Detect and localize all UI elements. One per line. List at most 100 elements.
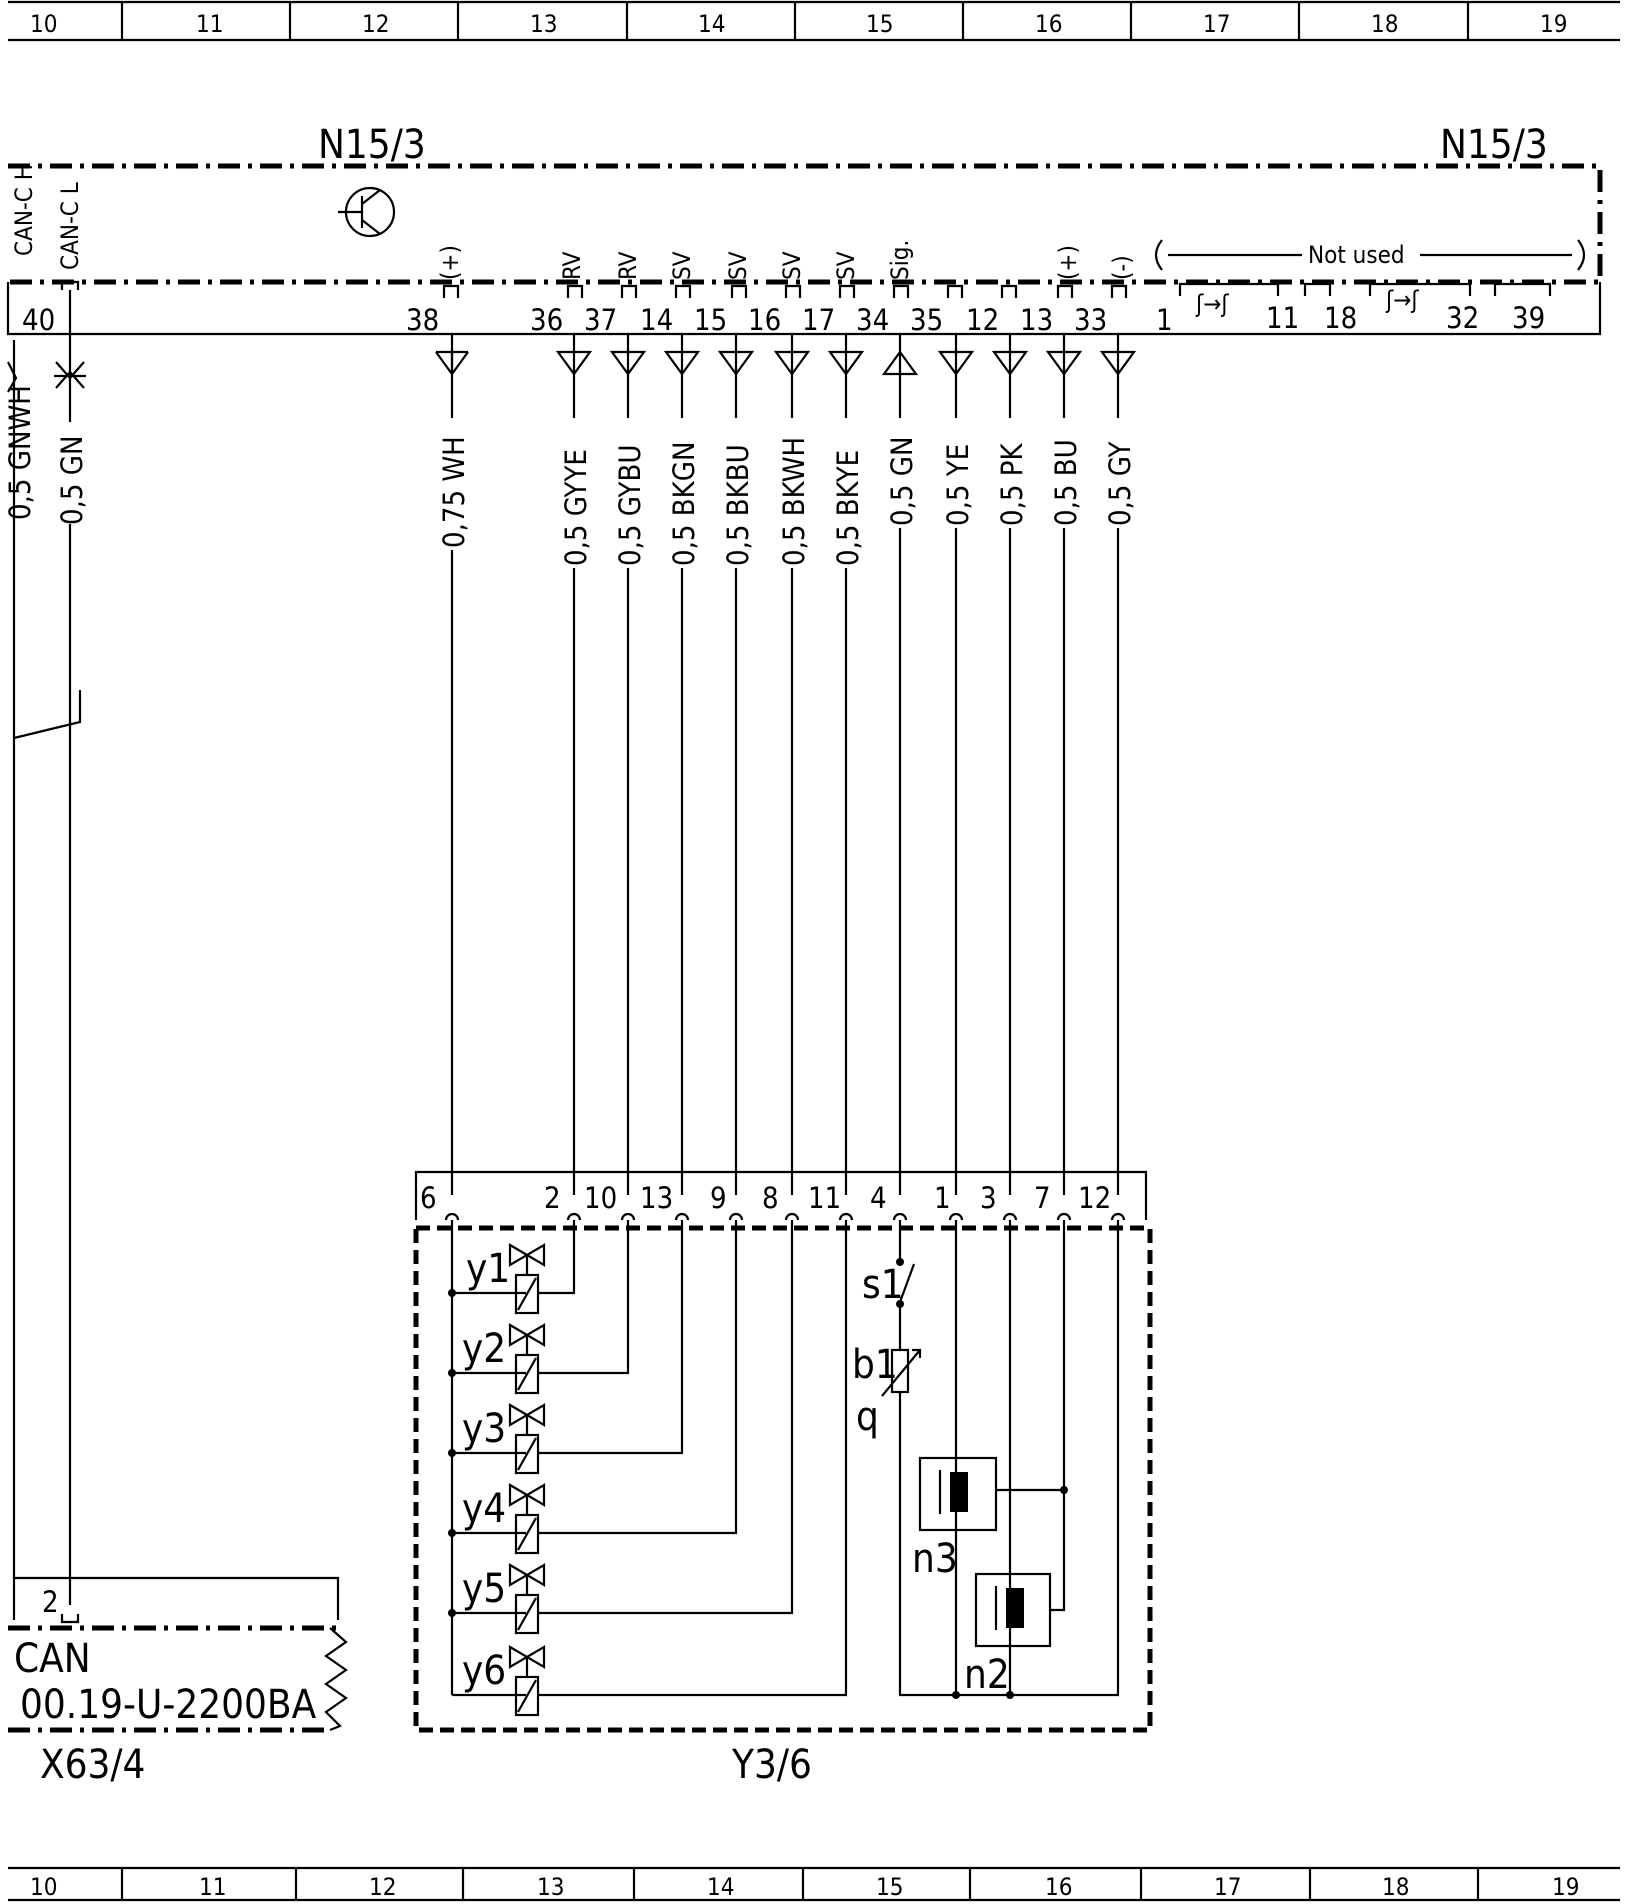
grid-ruler-bottom: 10 11 12 13 14 15 16 17 18 19 (8, 1866, 1620, 1902)
grid-col-19-bottom: 19 (1552, 1873, 1579, 1901)
wire-35: 0,5 GN (885, 437, 919, 527)
valve-y3: y3 (462, 1406, 506, 1452)
wire-15: 0,5 BKGN (667, 442, 701, 567)
pin-40: 40 (22, 303, 55, 337)
wire-labels: 0,75 WH 0,5 GYYE 0,5 GYBU 0,5 BKGN 0,5 B… (437, 418, 1137, 568)
wire-34: 0,5 BKYE (831, 450, 865, 566)
valve-pin-13: 13 (640, 1181, 673, 1215)
wire-12: 0,5 YE (941, 444, 975, 526)
valve-pin-3: 3 (980, 1181, 997, 1215)
valve-pin-12: 12 (1078, 1181, 1111, 1215)
ecu-pin-13: 13 (1020, 303, 1053, 337)
wire-14: 0,5 GYBU (613, 445, 647, 566)
grid-col-13: 13 (530, 10, 557, 38)
can-c-l-signal: CAN-C L (56, 182, 84, 270)
unused-pin-11: 11 (1266, 301, 1299, 335)
ecu-pin-33: 33 (1074, 303, 1107, 337)
sig-38: (+) (436, 245, 464, 280)
svg-text:ʃ→ʃ: ʃ→ʃ (1195, 290, 1229, 318)
grid-col-13-bottom: 13 (537, 1873, 564, 1901)
hall-n2: n2 (964, 1652, 1010, 1698)
ecu-label-left: N15/3 (318, 122, 426, 168)
grid-col-17: 17 (1203, 10, 1230, 38)
hall-n3: n3 (912, 1536, 958, 1582)
grid-ruler-top: 10 11 12 13 14 15 16 17 18 19 (8, 0, 1620, 42)
ecu-pin-36: 36 (530, 303, 563, 337)
not-used-label: Not used (1308, 241, 1405, 269)
sensor-b1: b1 (852, 1342, 898, 1388)
x63-4-pin: 2 (42, 1585, 59, 1619)
ecu-pin-15: 15 (694, 303, 727, 337)
svg-text:ʃ→ʃ: ʃ→ʃ (1385, 286, 1419, 314)
wire-38: 0,75 WH (437, 436, 471, 548)
sig-33: (+) (1054, 245, 1082, 280)
ecu-pin-numbers: 38 36 37 14 15 16 17 34 35 12 13 33 1 (406, 303, 1173, 337)
ecu-label-right: N15/3 (1440, 122, 1548, 168)
not-used-bracket: Not used (1154, 238, 1586, 271)
x63-4-ref: 00.19-U-2200BA (20, 1682, 317, 1728)
sig-16: SV (724, 251, 752, 280)
wire-33: 0,5 BU (1049, 439, 1083, 526)
grid-col-10-bottom: 10 (30, 1873, 57, 1901)
wire-16: 0,5 BKBU (721, 444, 755, 566)
valve-y6: y6 (462, 1648, 506, 1694)
x63-4-can: CAN (14, 1636, 91, 1682)
wire-17: 0,5 BKWH (777, 437, 811, 566)
grid-col-18: 18 (1371, 10, 1398, 38)
ecu-pin-14: 14 (640, 303, 673, 337)
ecu-pin-34: 34 (856, 303, 889, 337)
grid-col-10: 10 (30, 10, 57, 38)
ecu-pin-17: 17 (802, 303, 835, 337)
sig-1: (-) (1108, 255, 1136, 280)
grid-col-17-bottom: 17 (1214, 1873, 1241, 1901)
unused-pin-39: 39 (1512, 301, 1545, 335)
x63-4-label: X63/4 (40, 1742, 145, 1788)
valve-y2: y2 (462, 1326, 506, 1372)
valve-y4: y4 (462, 1486, 506, 1532)
wire-gnwh: 0,5 GNWH (3, 385, 37, 520)
valve-pin-11: 11 (808, 1181, 841, 1215)
ecu-pin-1: 1 (1156, 303, 1173, 337)
grid-col-14-bottom: 14 (707, 1873, 734, 1901)
valve-pin-7: 7 (1034, 1181, 1051, 1215)
grid-col-11-bottom: 11 (199, 1873, 226, 1901)
grid-col-16: 16 (1035, 10, 1062, 38)
grid-col-12-bottom: 12 (369, 1873, 396, 1901)
grid-col-15-bottom: 15 (876, 1873, 903, 1901)
wire-1: 0,5 GY (1103, 440, 1137, 526)
ecu-pin-12: 12 (966, 303, 999, 337)
valve-y1: y1 (466, 1246, 510, 1292)
valve-block-y3-6: Y3/6 6 2 10 13 9 8 11 4 1 3 7 12 (413, 1170, 1153, 1788)
sig-17: SV (778, 251, 806, 280)
sig-14: RV (614, 251, 642, 280)
ecu-pin-37: 37 (584, 303, 617, 337)
sensor-q: q (856, 1394, 879, 1440)
sig-34: SV (832, 251, 860, 280)
sig-15: SV (668, 251, 696, 280)
grid-col-16-bottom: 16 (1045, 1873, 1072, 1901)
wire-13: 0,5 PK (995, 443, 1029, 526)
sig-35: Sig. (886, 240, 914, 280)
unused-pins: ʃ→ʃ ʃ→ʃ 11 18 32 39 (1178, 282, 1552, 335)
ecu-signals: (+) RV RV SV SV SV SV Sig. (+) (-) (436, 240, 1136, 280)
valve-pin-10: 10 (584, 1181, 617, 1215)
can-lines-left: CAN-C H CAN-C L 40 0,5 GNWH 0,5 GN 2 CAN… (3, 164, 348, 1788)
grid-col-14: 14 (698, 10, 725, 38)
unused-pin-32: 32 (1446, 301, 1479, 335)
valve-pin-6: 6 (420, 1181, 437, 1215)
grid-col-12: 12 (362, 10, 389, 38)
ecu-pin-38: 38 (406, 303, 439, 337)
valve-block-label: Y3/6 (731, 1742, 812, 1788)
transistor-icon (338, 186, 396, 238)
valve-pin-8: 8 (762, 1181, 779, 1215)
valve-pin-9: 9 (710, 1181, 727, 1215)
wire-37: 0,5 GYYE (559, 449, 593, 566)
ecu-pin-35: 35 (910, 303, 943, 337)
valve-pin-1: 1 (934, 1181, 951, 1215)
valve-pin-4: 4 (870, 1181, 887, 1215)
grid-col-18-bottom: 18 (1382, 1873, 1409, 1901)
can-c-h-signal: CAN-C H (10, 164, 38, 256)
wire-gn-can: 0,5 GN (55, 436, 89, 526)
grid-col-11: 11 (196, 10, 223, 38)
ecu-pin-16: 16 (748, 303, 781, 337)
